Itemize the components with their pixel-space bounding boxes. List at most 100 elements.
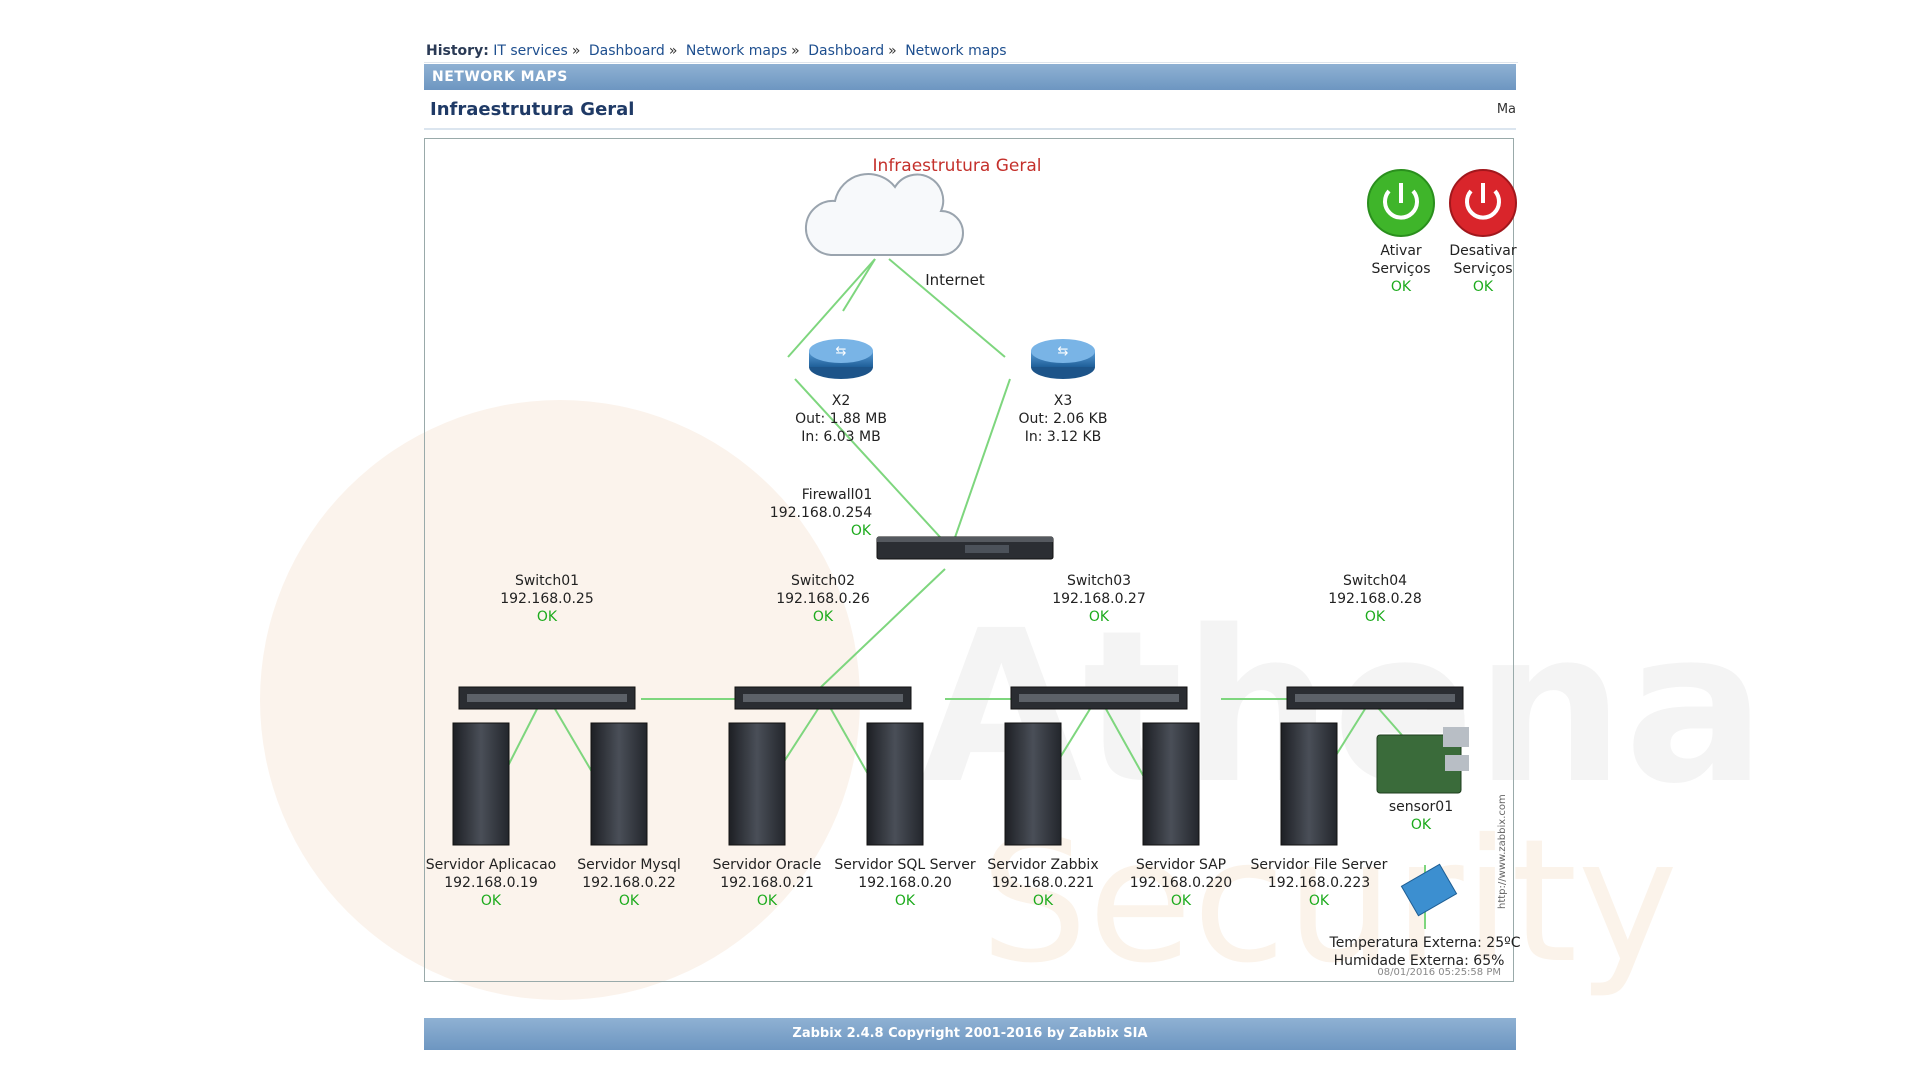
- history-link-it-services[interactable]: IT services: [493, 43, 568, 59]
- section-header: NETWORK MAPS: [424, 64, 1516, 90]
- map-timestamp: 08/01/2016 05:25:58 PM: [1377, 967, 1501, 978]
- server-ip: 192.168.0.223: [1268, 875, 1370, 891]
- svg-text:⇆: ⇆: [1058, 344, 1069, 359]
- server-ip: 192.168.0.19: [444, 875, 538, 891]
- server-ip: 192.168.0.22: [582, 875, 676, 891]
- deactivate-line1: Desativar: [1449, 243, 1517, 259]
- router-x3-out: Out: 2.06 KB: [1019, 411, 1108, 427]
- server-name: Servidor Zabbix: [987, 857, 1098, 873]
- server-mysql[interactable]: Servidor Mysql 192.168.0.22 OK: [577, 722, 681, 909]
- sensor-status: OK: [1411, 817, 1432, 833]
- server-icon: [452, 722, 510, 846]
- router-x2-in: In: 6.03 MB: [801, 429, 880, 445]
- link-firewall-switch02: [820, 568, 946, 688]
- link-internet-x2b: [787, 258, 876, 358]
- server-ip: 192.168.0.20: [858, 875, 952, 891]
- router-x3[interactable]: ⇆ X3 Out: 2.06 KB In: 3.12 KB: [1019, 339, 1108, 445]
- server-status: OK: [1309, 893, 1330, 909]
- internet-node[interactable]: Internet: [805, 173, 985, 289]
- server-icon: [590, 722, 648, 846]
- router-x2[interactable]: ⇆ X2 Out: 1.88 MB In: 6.03 MB: [795, 339, 887, 445]
- switch-02[interactable]: Switch02 192.168.0.26 OK: [734, 573, 912, 710]
- server-ip: 192.168.0.221: [992, 875, 1094, 891]
- sensor-node[interactable]: sensor01 OK Temperatura Externa: 25ºC Hu…: [1329, 727, 1521, 969]
- activate-status: OK: [1391, 279, 1412, 295]
- switch-name: Switch01: [515, 573, 579, 589]
- router-x3-in: In: 3.12 KB: [1025, 429, 1102, 445]
- switch-name: Switch04: [1343, 573, 1407, 589]
- firewall-status: OK: [851, 523, 872, 539]
- link-x3-firewall: [950, 378, 1011, 550]
- switch-ip: 192.168.0.26: [776, 591, 870, 607]
- page-title-right-cut[interactable]: Ma: [1496, 102, 1516, 117]
- internet-label: Internet: [925, 271, 985, 289]
- server-file-server[interactable]: Servidor File Server 192.168.0.223 OK: [1251, 722, 1388, 909]
- page-title: Infraestrutura Geral: [430, 99, 635, 120]
- network-map-canvas: Infraestrutura Geral Internet ⇆ X2 Out: …: [426, 156, 1521, 978]
- server-aplicacao[interactable]: Servidor Aplicacao 192.168.0.19 OK: [426, 722, 556, 909]
- server-status: OK: [895, 893, 916, 909]
- history-label: History:: [426, 43, 489, 59]
- link-internet-x3: [888, 258, 1006, 358]
- server-name: Servidor Aplicacao: [426, 857, 556, 873]
- history-link-dashboard[interactable]: Dashboard: [588, 43, 665, 59]
- switch-04[interactable]: Switch04 192.168.0.28 OK: [1286, 573, 1464, 710]
- sensor-temperature: Temperatura Externa: 25ºC: [1329, 935, 1521, 951]
- history-link-dashboard-2[interactable]: Dashboard: [808, 43, 885, 59]
- server-status: OK: [1033, 893, 1054, 909]
- vertical-url: http://www.zabbix.com: [1497, 794, 1508, 909]
- server-sql-server[interactable]: Servidor SQL Server 192.168.0.20 OK: [834, 722, 976, 909]
- firewall-node[interactable]: Firewall01 192.168.0.254 OK: [770, 487, 1054, 560]
- server-name: Servidor Oracle: [713, 857, 822, 873]
- map-title: Infraestrutura Geral: [873, 156, 1042, 176]
- server-sap[interactable]: Servidor SAP 192.168.0.220 OK: [1130, 722, 1232, 909]
- server-icon: [728, 722, 786, 846]
- zabbix-window: History: IT services» Dashboard» Network…: [424, 40, 1521, 1050]
- page-title-bar: Infraestrutura Geral Ma: [424, 92, 1516, 130]
- firewall-ip: 192.168.0.254: [770, 505, 873, 521]
- switch-01[interactable]: Switch01 192.168.0.25 OK: [458, 573, 636, 710]
- switch-name: Switch02: [791, 573, 855, 589]
- deactivate-line2: Serviços: [1454, 261, 1513, 277]
- deactivate-status: OK: [1473, 279, 1494, 295]
- server-zabbix[interactable]: Servidor Zabbix 192.168.0.221 OK: [987, 722, 1099, 909]
- switch-ip: 192.168.0.25: [500, 591, 594, 607]
- dht-sensor-icon: [1400, 863, 1458, 917]
- switch-ip: 192.168.0.27: [1052, 591, 1146, 607]
- server-status: OK: [481, 893, 502, 909]
- server-name: Servidor Mysql: [577, 857, 681, 873]
- history-bar: History: IT services» Dashboard» Network…: [424, 40, 1518, 63]
- server-name: Servidor SAP: [1136, 857, 1226, 873]
- server-icon: [1280, 722, 1338, 846]
- switch-03[interactable]: Switch03 192.168.0.27 OK: [1010, 573, 1188, 710]
- sensor-humidity: Humidade Externa: 65%: [1334, 953, 1505, 969]
- server-icon: [1004, 722, 1062, 846]
- switch-status: OK: [813, 609, 834, 625]
- activate-services-button[interactable]: Ativar Serviços OK: [1367, 169, 1435, 295]
- deactivate-services-button[interactable]: Desativar Serviços OK: [1449, 169, 1517, 295]
- switch-status: OK: [1365, 609, 1386, 625]
- server-ip: 192.168.0.21: [720, 875, 814, 891]
- router-x2-name: X2: [832, 393, 851, 409]
- switch-status: OK: [1089, 609, 1110, 625]
- router-x3-name: X3: [1054, 393, 1073, 409]
- server-name: Servidor SQL Server: [834, 857, 975, 873]
- history-link-network-maps[interactable]: Network maps: [685, 43, 788, 59]
- server-ip: 192.168.0.220: [1130, 875, 1232, 891]
- footer: Zabbix 2.4.8 Copyright 2001-2016 by Zabb…: [424, 1018, 1516, 1050]
- cloud-icon: [805, 173, 964, 256]
- link-internet-x2: [842, 258, 876, 312]
- history-link-network-maps-2[interactable]: Network maps: [905, 43, 1007, 59]
- router-x2-out: Out: 1.88 MB: [795, 411, 887, 427]
- link-x2-firewall: [794, 378, 952, 550]
- switch-status: OK: [537, 609, 558, 625]
- server-status: OK: [619, 893, 640, 909]
- firewall-name: Firewall01: [802, 487, 873, 503]
- server-status: OK: [757, 893, 778, 909]
- server-oracle[interactable]: Servidor Oracle 192.168.0.21 OK: [713, 722, 822, 909]
- switch-name: Switch03: [1067, 573, 1131, 589]
- server-icon: [1142, 722, 1200, 846]
- sensor-name: sensor01: [1389, 799, 1453, 815]
- activate-line1: Ativar: [1380, 243, 1422, 259]
- server-status: OK: [1171, 893, 1192, 909]
